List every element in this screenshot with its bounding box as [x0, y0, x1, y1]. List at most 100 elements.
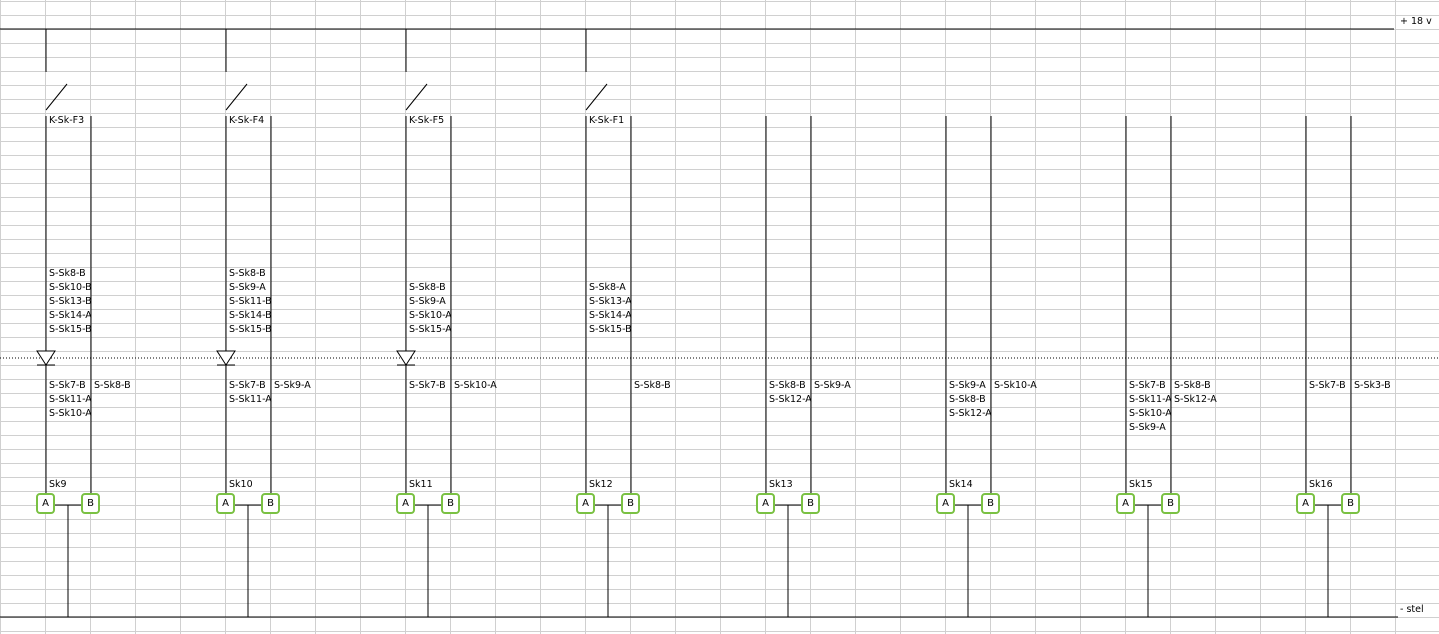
- contact-label: S-Sk10-A: [454, 380, 497, 391]
- lower-contacts-a-sk15: S-Sk7-B S-Sk11-A S-Sk10-A S-Sk9-A: [1129, 379, 1172, 435]
- contact-label: S-Sk9-A: [1129, 422, 1166, 433]
- contact-label: S-Sk10-A: [409, 310, 452, 321]
- terminal-a-sk11[interactable]: A: [396, 493, 415, 514]
- terminal-a-sk10[interactable]: A: [216, 493, 235, 514]
- terminal-a-sk15[interactable]: A: [1116, 493, 1135, 514]
- circuit-name-sk14: Sk14: [949, 479, 973, 490]
- contact-label: S-Sk10-A: [994, 380, 1037, 391]
- terminal-a-sk12[interactable]: A: [576, 493, 595, 514]
- switch-contact-sk9: [45, 83, 68, 111]
- contact-label: S-Sk8-B: [409, 282, 446, 293]
- lower-contacts-a-sk13: S-Sk8-B S-Sk12-A: [769, 379, 812, 407]
- switch-contact-sk11: [405, 83, 428, 111]
- terminal-a-sk13[interactable]: A: [756, 493, 775, 514]
- contact-label: S-Sk8-A: [589, 282, 626, 293]
- contact-label: S-Sk9-A: [814, 380, 851, 391]
- contact-label: S-Sk14-A: [49, 310, 92, 321]
- diode-sk10: [216, 350, 236, 366]
- lower-contacts-a-sk16: S-Sk7-B: [1309, 379, 1346, 393]
- terminal-a-sk16[interactable]: A: [1296, 493, 1315, 514]
- terminal-a-sk14[interactable]: A: [936, 493, 955, 514]
- contact-label: S-Sk13-B: [49, 296, 92, 307]
- terminal-b-sk11[interactable]: B: [441, 493, 460, 514]
- contact-label: S-Sk8-B: [94, 380, 131, 391]
- switch-label-sk10: K-Sk-F4: [229, 115, 265, 126]
- circuit-name-sk10: Sk10: [229, 479, 253, 490]
- terminal-b-sk10[interactable]: B: [261, 493, 280, 514]
- lower-contacts-b-sk11: S-Sk10-A: [454, 379, 497, 393]
- contact-label: S-Sk8-B: [949, 394, 986, 405]
- contact-label: S-Sk7-B: [229, 380, 266, 391]
- contact-label: S-Sk7-B: [1129, 380, 1166, 391]
- contact-label: S-Sk14-B: [229, 310, 272, 321]
- contact-label: S-Sk9-A: [229, 282, 266, 293]
- terminal-b-sk14[interactable]: B: [981, 493, 1000, 514]
- switch-label-sk12: K-Sk-F1: [589, 115, 625, 126]
- terminal-b-sk9[interactable]: B: [81, 493, 100, 514]
- contact-label: S-Sk10-A: [49, 408, 92, 419]
- ground-rail-label: - stel: [1400, 604, 1424, 615]
- circuit-name-sk9: Sk9: [49, 479, 67, 490]
- circuit-name-sk16: Sk16: [1309, 479, 1333, 490]
- contact-label: S-Sk3-B: [1354, 380, 1391, 391]
- lower-contacts-b-sk10: S-Sk9-A: [274, 379, 311, 393]
- terminal-b-sk16[interactable]: B: [1341, 493, 1360, 514]
- contact-label: S-Sk10-A: [1129, 408, 1172, 419]
- contact-label: S-Sk9-A: [949, 380, 986, 391]
- contact-label: S-Sk8-B: [229, 268, 266, 279]
- contact-label: S-Sk15-A: [409, 324, 452, 335]
- positive-rail-label: + 18 v: [1400, 16, 1432, 27]
- lower-contacts-a-sk10: S-Sk7-B S-Sk11-A: [229, 379, 272, 407]
- contact-label: S-Sk8-B: [769, 380, 806, 391]
- lower-contacts-b-sk12: S-Sk8-B: [634, 379, 671, 393]
- upper-contacts-sk10: S-Sk8-B S-Sk9-A S-Sk11-B S-Sk14-B S-Sk15-B: [229, 267, 272, 337]
- upper-contacts-sk9: S-Sk8-B S-Sk10-B S-Sk13-B S-Sk14-A S-Sk15-B: [49, 267, 92, 337]
- contact-label: S-Sk11-A: [229, 394, 272, 405]
- circuit-name-sk13: Sk13: [769, 479, 793, 490]
- contact-label: S-Sk12-A: [949, 408, 992, 419]
- diode-sk11: [396, 350, 416, 366]
- contact-label: S-Sk11-B: [229, 296, 272, 307]
- upper-contacts-sk12: S-Sk8-A S-Sk13-A S-Sk14-A S-Sk15-B: [589, 281, 632, 337]
- contact-label: S-Sk9-A: [274, 380, 311, 391]
- switch-label-sk11: K-Sk-F5: [409, 115, 445, 126]
- lower-contacts-b-sk16: S-Sk3-B: [1354, 379, 1391, 393]
- contact-label: S-Sk8-B: [634, 380, 671, 391]
- contact-label: S-Sk9-A: [409, 296, 446, 307]
- contact-label: S-Sk13-A: [589, 296, 632, 307]
- circuit-name-sk15: Sk15: [1129, 479, 1153, 490]
- contact-label: S-Sk15-B: [49, 324, 92, 335]
- lower-contacts-b-sk13: S-Sk9-A: [814, 379, 851, 393]
- circuit-name-sk12: Sk12: [589, 479, 613, 490]
- switch-contact-sk12: [585, 83, 608, 111]
- lower-contacts-a-sk11: S-Sk7-B: [409, 379, 446, 393]
- contact-label: S-Sk11-A: [49, 394, 92, 405]
- contact-label: S-Sk12-A: [769, 394, 812, 405]
- diode-sk9: [36, 350, 56, 366]
- lower-contacts-b-sk9: S-Sk8-B: [94, 379, 131, 393]
- terminal-a-sk9[interactable]: A: [36, 493, 55, 514]
- terminal-b-sk13[interactable]: B: [801, 493, 820, 514]
- circuit-name-sk11: Sk11: [409, 479, 433, 490]
- contact-label: S-Sk8-B: [49, 268, 86, 279]
- upper-contacts-sk11: S-Sk8-B S-Sk9-A S-Sk10-A S-Sk15-A: [409, 281, 452, 337]
- contact-label: S-Sk7-B: [1309, 380, 1346, 391]
- switch-label-sk9: K-Sk-F3: [49, 115, 85, 126]
- contact-label: S-Sk15-B: [589, 324, 632, 335]
- terminal-b-sk12[interactable]: B: [621, 493, 640, 514]
- terminal-b-sk15[interactable]: B: [1161, 493, 1180, 514]
- contact-label: S-Sk7-B: [409, 380, 446, 391]
- contact-label: S-Sk10-B: [49, 282, 92, 293]
- lower-contacts-a-sk9: S-Sk7-B S-Sk11-A S-Sk10-A: [49, 379, 92, 421]
- lower-contacts-b-sk14: S-Sk10-A: [994, 379, 1037, 393]
- contact-label: S-Sk11-A: [1129, 394, 1172, 405]
- contact-label: S-Sk7-B: [49, 380, 86, 391]
- contact-label: S-Sk8-B: [1174, 380, 1211, 391]
- switch-contact-sk10: [225, 83, 248, 111]
- contact-label: S-Sk14-A: [589, 310, 632, 321]
- lower-contacts-a-sk14: S-Sk9-A S-Sk8-B S-Sk12-A: [949, 379, 992, 421]
- contact-label: S-Sk15-B: [229, 324, 272, 335]
